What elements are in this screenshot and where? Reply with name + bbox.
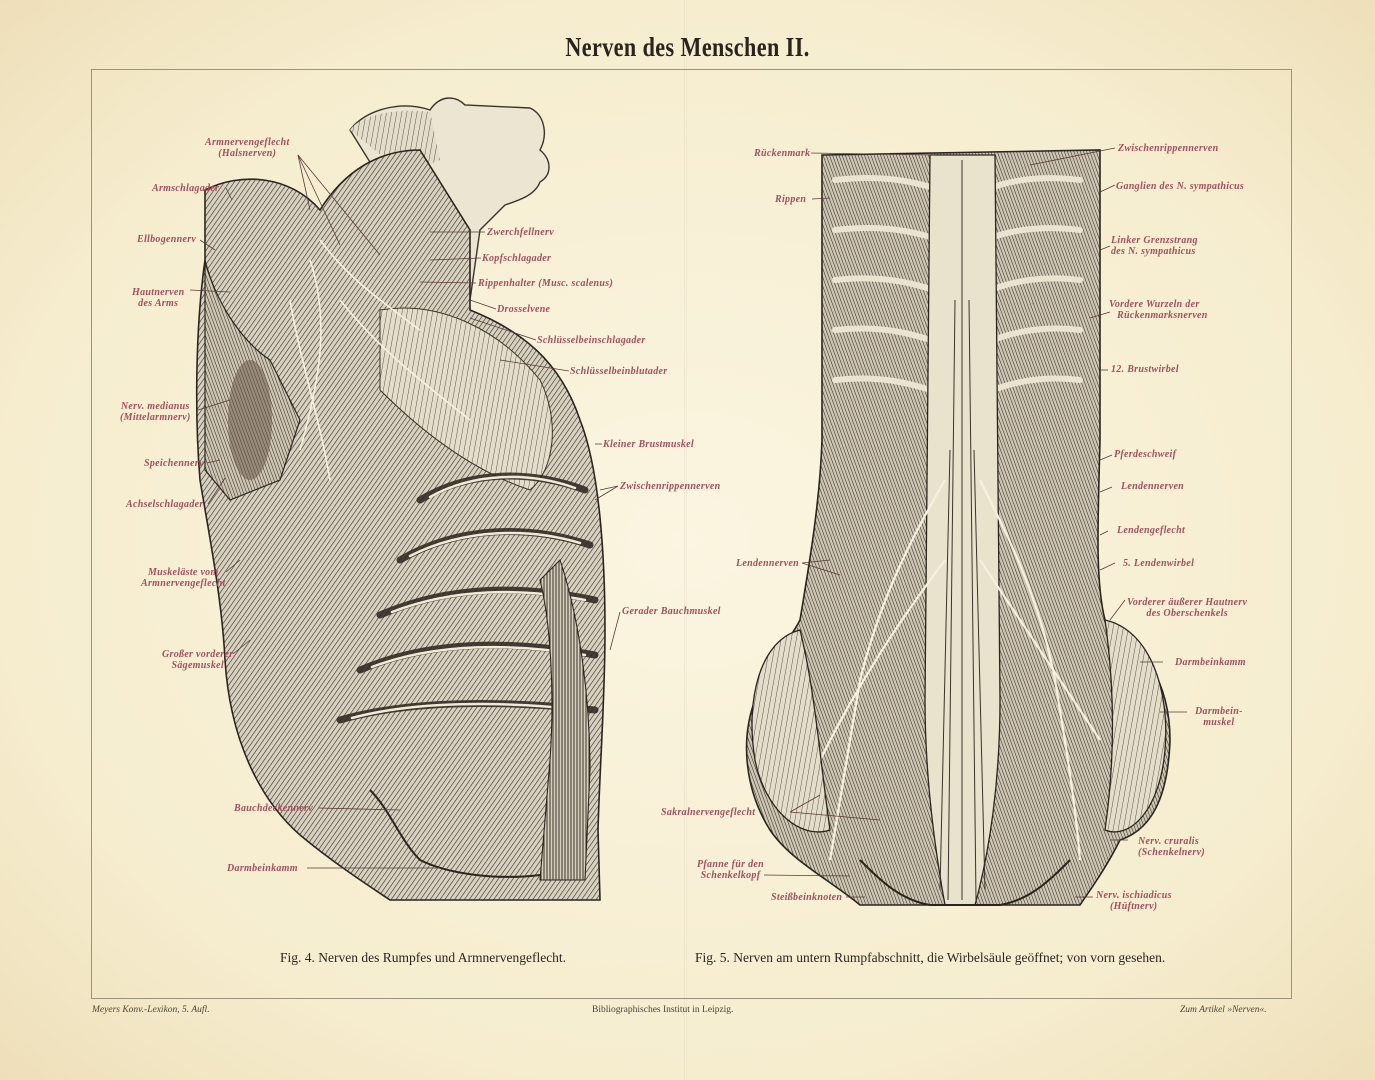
label-nerv-medianus: Nerv. medianus (Mittelarmnerv) (120, 401, 191, 423)
label-muskelaeste: Muskeläste vom Armnervengeflecht (141, 567, 226, 589)
label-schluesselbeinblutader: Schlüsselbeinblutader (570, 366, 668, 377)
fig5-illustration (745, 149, 1171, 906)
label-5-lendenwirbel: 5. Lendenwirbel (1123, 558, 1195, 569)
label-line2: muskel (1203, 717, 1235, 728)
label-line1: Hautnerven (132, 287, 185, 298)
center-fold (684, 0, 687, 1080)
label-line2: Sägemuskel (171, 660, 224, 671)
label-line1: Nerv. ischiadicus (1096, 890, 1172, 901)
label-line1: Nerv. medianus (120, 401, 190, 412)
label-line1: Großer vorderer (162, 649, 234, 660)
label-line1: Nerv. cruralis (1138, 836, 1200, 847)
label-steissbeinknoten: Steißbeinknoten (771, 892, 843, 903)
fig5-leader-lines (763, 147, 1187, 898)
label-hautnerven-des-arms: Hautnerven des Arms (132, 287, 184, 309)
label-kleiner-brustmuskel: Kleiner Brustmuskel (603, 439, 694, 450)
footer-article-ref: Zum Artikel »Nerven«. (1180, 1005, 1267, 1015)
label-lendengeflecht: Lendengeflecht (1117, 525, 1186, 536)
label-line2: Armnervengeflecht (141, 578, 226, 589)
label-nerv-ischiadicus: Nerv. ischiadicus (Hüftnerv) (1096, 890, 1172, 912)
label-line2: (Schenkelnerv) (1138, 847, 1205, 858)
label-nerv-cruralis: Nerv. cruralis (Schenkelnerv) (1138, 836, 1205, 858)
footer-publisher: Bibliographisches Institut in Leipzig. (592, 1005, 734, 1015)
label-line1: Vordere Wurzeln der (1109, 299, 1200, 310)
fig4-illustration (195, 97, 606, 901)
label-line2: des Oberschenkels (1146, 608, 1228, 619)
label-darmbeinkamm-fig5: Darmbeinkamm (1175, 657, 1246, 668)
label-darmbeinmuskel: Darmbein- muskel (1195, 706, 1243, 728)
label-lendennerven-left: Lendennerven (736, 558, 800, 569)
label-sakralnervengeflecht: Sakralnervengeflecht (661, 807, 756, 818)
fig4-caption: Fig. 4. Nerven des Rumpfes und Armnerven… (280, 950, 567, 965)
label-schluesselbeinschlagader: Schlüsselbeinschlagader (537, 335, 646, 346)
label-line1: Vorderer äußerer Hautnerv (1127, 597, 1248, 608)
label-kopfschlagader: Kopfschlagader (482, 253, 552, 264)
label-pferdeschweif: Pferdeschweif (1114, 449, 1177, 460)
label-hautnerv-oberschenkel: Vorderer äußerer Hautnerv des Oberschenk… (1127, 597, 1247, 619)
label-line2: (Hüftnerv) (1110, 901, 1158, 912)
label-armschlagader: Armschlagader (152, 183, 220, 194)
label-armnervengeflecht: Armnervengeflecht (Halsnerven) (205, 137, 290, 159)
label-line2: Schenkelkopf (700, 870, 761, 881)
fig5-caption: Fig. 5. Nerven am untern Rumpfabschnitt,… (695, 950, 1166, 965)
plate-title: Nerven des Menschen II. (565, 32, 810, 62)
label-line2: des Arms (138, 298, 179, 309)
plate-frame (91, 69, 1292, 999)
label-zwerchfellnerv: Zwerchfellnerv (487, 227, 554, 238)
label-line1: Linker Grenzstrang (1111, 235, 1198, 246)
fig4-leader-lines (189, 154, 621, 869)
label-darmbeinkamm-fig4: Darmbeinkamm (227, 863, 298, 874)
label-line2: des N. sympathicus (1111, 246, 1196, 257)
label-rippen: Rippen (775, 194, 807, 205)
label-rippenhalter: Rippenhalter (Musc. scalenus) (478, 278, 614, 289)
label-achselschlagader: Achselschlagader (126, 499, 204, 510)
label-line1: Muskeläste vom (147, 567, 219, 578)
label-speichennerv: Speichennerv (144, 458, 204, 469)
label-rueckenmark: Rückenmark (754, 148, 811, 159)
label-sagemuskel: Großer vorderer Sägemuskel (162, 649, 233, 671)
label-ellbogennerv: Ellbogennerv (137, 234, 197, 245)
label-line2: Rückenmarksnerven (1117, 310, 1208, 321)
label-grenzstrang: Linker Grenzstrang des N. sympathicus (1111, 235, 1198, 257)
footer-source: Meyers Konv.-Lexikon, 5. Aufl. (92, 1005, 210, 1015)
label-vordere-wurzeln: Vordere Wurzeln der Rückenmarksnerven (1109, 299, 1208, 321)
label-zwischenrippennerven-fig5: Zwischenrippennerven (1118, 143, 1219, 154)
label-line1: Pfanne für den (697, 859, 764, 870)
label-pfanne-schenkelkopf: Pfanne für den Schenkelkopf (697, 859, 764, 881)
label-gerader-bauchmuskel: Gerader Bauchmuskel (622, 606, 721, 617)
label-line2: (Mittelarmnerv) (120, 412, 191, 423)
label-line1: Armnervengeflecht (205, 137, 290, 148)
label-lendennerven-right: Lendennerven (1121, 481, 1185, 492)
label-line2: (Halsnerven) (218, 148, 277, 159)
label-ganglien-sympathicus: Ganglien des N. sympathicus (1116, 181, 1245, 192)
label-zwischenrippennerven-fig4: Zwischenrippennerven (620, 481, 721, 492)
label-12-brustwirbel: 12. Brustwirbel (1111, 364, 1179, 375)
label-line1: Darmbein- (1195, 706, 1243, 717)
label-drosselvene: Drosselvene (497, 304, 551, 315)
label-bauchdeckennerv: Bauchdeckennerv (234, 803, 313, 814)
